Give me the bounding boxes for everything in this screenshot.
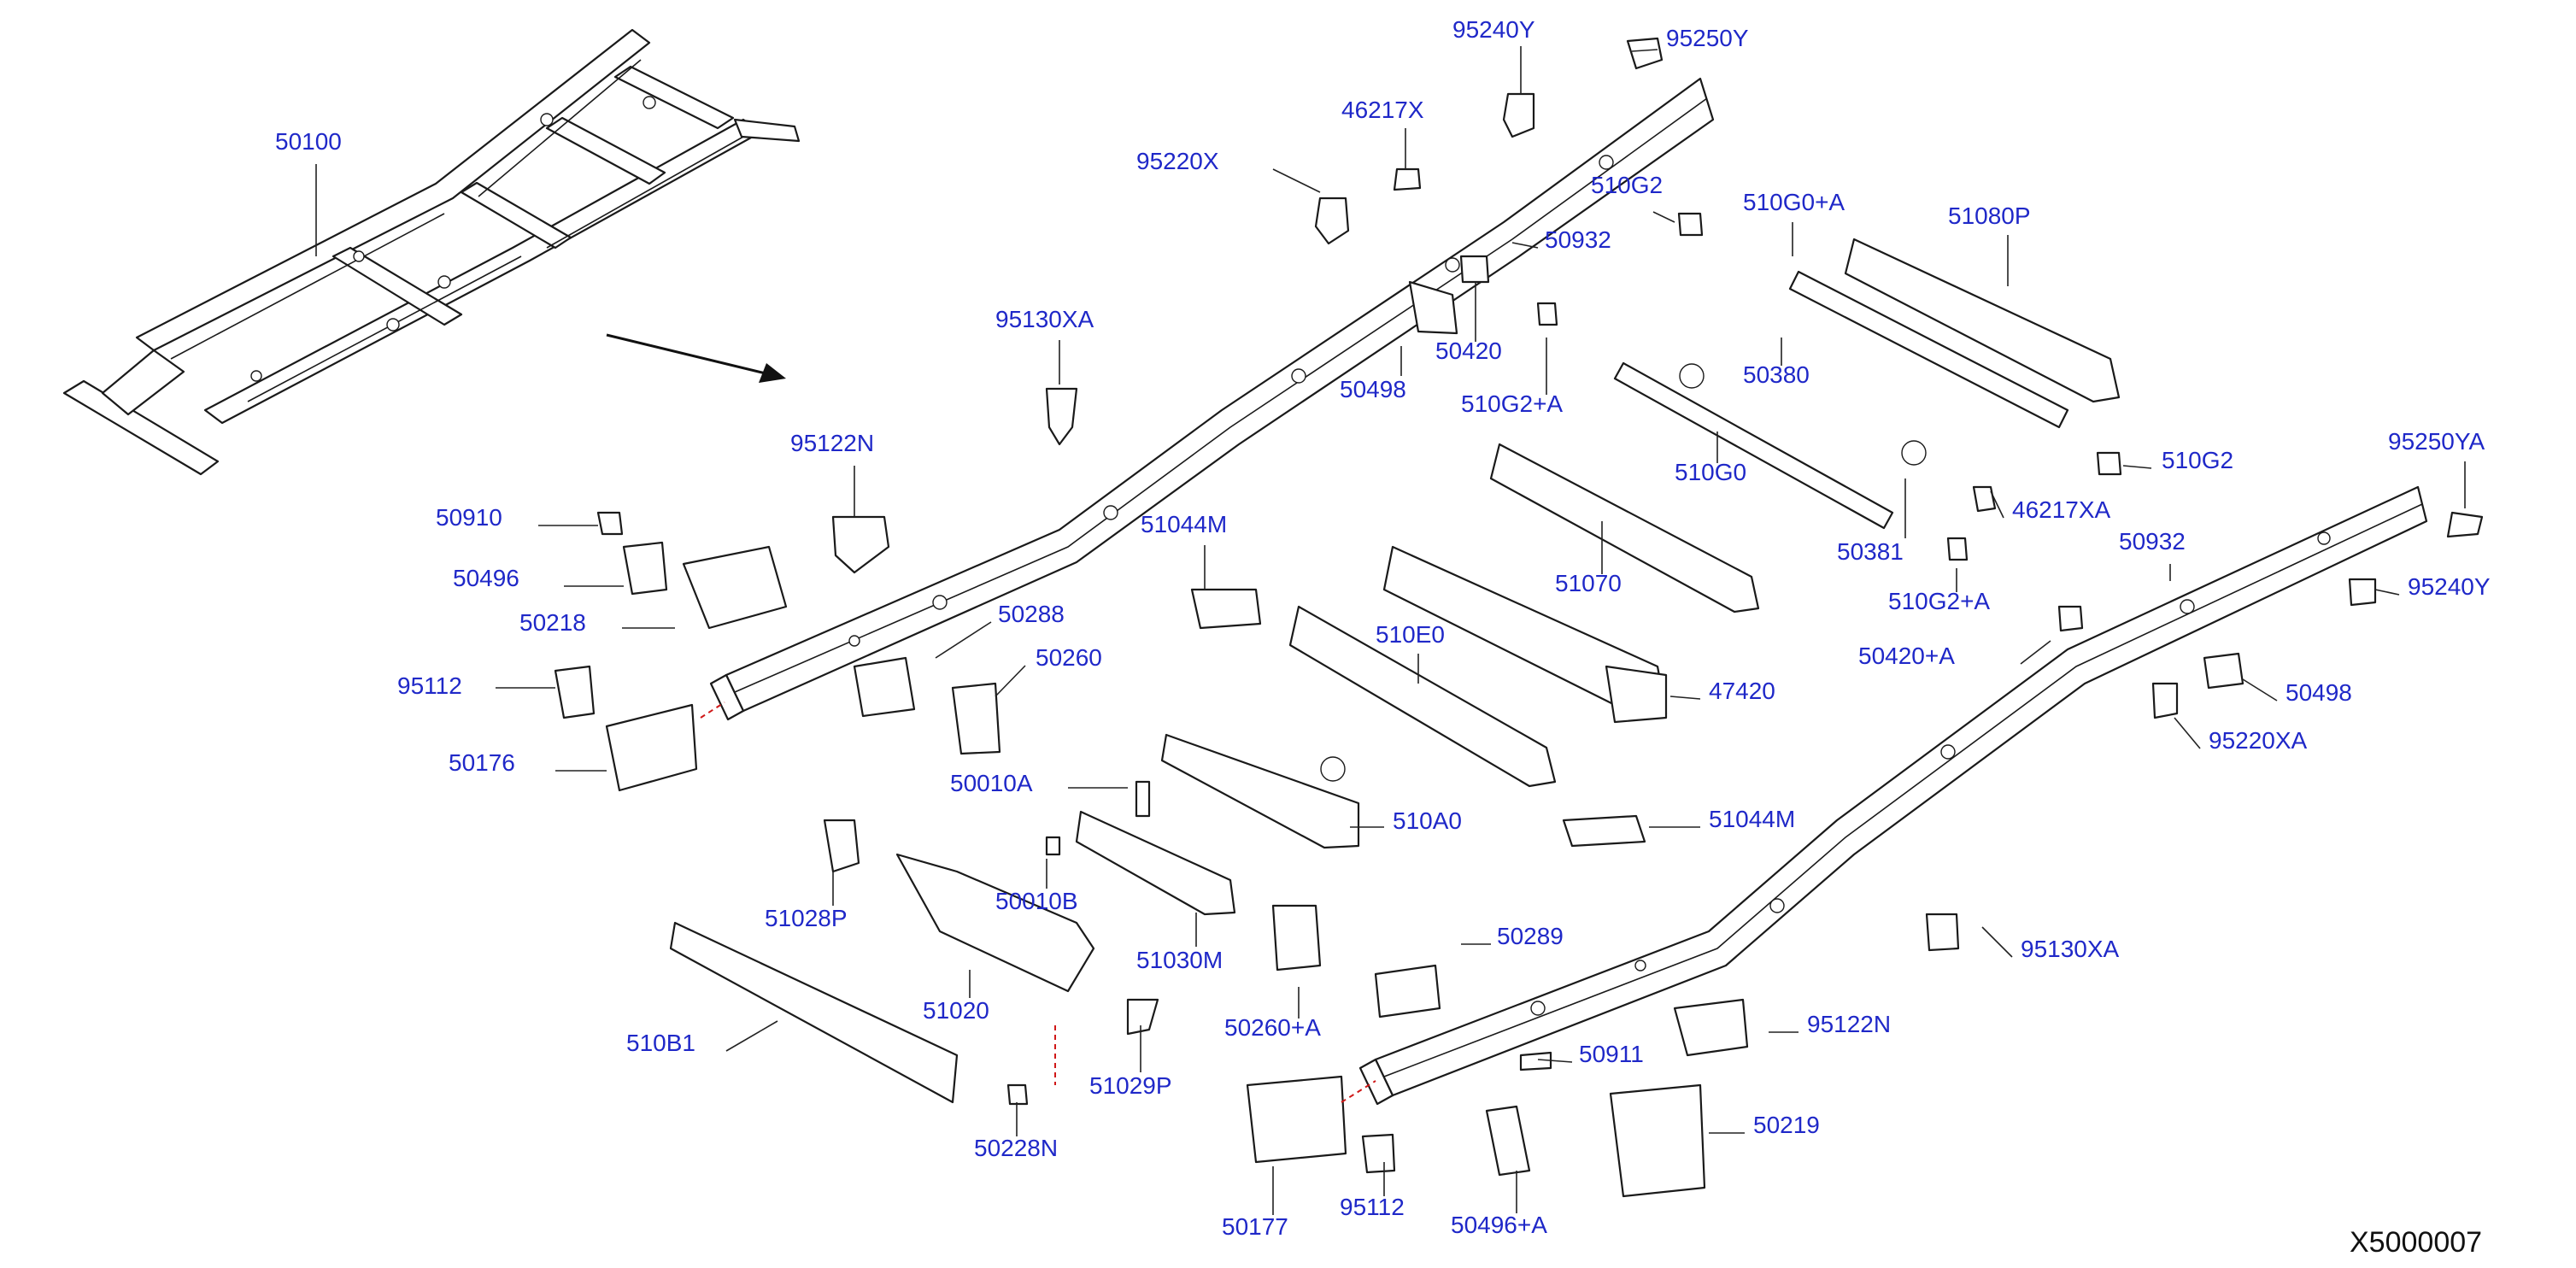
part-callout: 50496+A [1451,1212,1547,1238]
part-callout: 50932 [1545,226,1611,253]
left-frame-rail [709,77,1715,721]
alignment-lines [700,702,1376,1103]
part-callout: 50496 [453,565,519,591]
part-callout: 95250YA [2388,428,2485,455]
part-callout: 510G2 [2162,447,2233,473]
part-callout: 95122N [790,430,874,456]
leader-line [2174,717,2201,749]
cross-members [669,238,2121,1104]
part-callout: 50219 [1753,1112,1820,1138]
leader-line [1652,211,1675,223]
part-callout: 50260 [1036,644,1102,671]
leader-line [2020,640,2051,665]
part-callout: 50010B [995,888,1078,914]
leader-line [1990,490,2004,519]
part-callout: 95130XA [2021,936,2120,962]
drawing-code: X5000007 [2350,1226,2482,1259]
part-callout: 95220X [1136,148,1219,174]
leader-line [725,1020,778,1052]
part-callout: 50288 [998,601,1065,627]
leader-line [935,621,992,659]
part-callout: 50177 [1222,1213,1288,1240]
part-callout: 50911 [1579,1041,1644,1067]
leader-line [1511,242,1539,249]
leader-line [2374,589,2400,596]
part-callout: 510A0 [1393,807,1462,834]
part-callout: 50910 [436,504,502,531]
part-callout: 51080P [1948,203,2031,229]
part-callout: 46217XA [2012,496,2111,523]
leader-line [1537,1059,1573,1063]
part-callout: 50420+A [1858,643,1955,669]
part-callout: 50176 [449,749,515,776]
part-callout: 510B1 [626,1030,695,1056]
part-callout: 51029P [1089,1072,1172,1099]
part-callout: 51044M [1141,511,1227,537]
leader-lines [315,46,2466,1215]
small-brackets [554,37,2484,1198]
part-callout: 47420 [1709,678,1775,704]
part-callout: 50228N [974,1135,1058,1161]
part-callout: 51044M [1709,806,1795,832]
part-callout: 510E0 [1376,621,1445,648]
part-callout: 510G0 [1675,459,1746,485]
part-callout: 50218 [519,609,586,636]
part-callout: 95240Y [1452,16,1535,43]
part-callout: 46217X [1341,97,1424,123]
part-callout: 50380 [1743,361,1810,388]
part-callout: 51030M [1136,947,1223,973]
callout-labels: 50100 95240Y 95250Y 46217X 95220X 510G2 510G0+… [275,16,2491,1240]
part-callout: 510G2+A [1888,588,1990,614]
part-callout: 50010A [950,770,1033,796]
part-callout: 95112 [1340,1194,1405,1220]
part-callout: 50260+A [1224,1014,1321,1041]
part-callout: 510G0+A [1743,189,1845,215]
part-callout: 50498 [1340,376,1406,402]
part-callout: 50498 [2286,679,2352,706]
leader-line [1981,926,2013,958]
part-callout: 510G2+A [1461,390,1563,417]
part-callout: 51070 [1555,570,1622,596]
frame-assembly-overview [62,28,801,476]
leader-line [1669,696,1701,700]
part-callout: 95240Y [2408,573,2491,600]
leader-line [2122,465,2152,469]
part-callout: 50932 [2119,528,2186,555]
part-callout: 95122N [1807,1011,1891,1037]
right-frame-rail [1358,485,2428,1106]
part-callout: 510G2 [1591,172,1663,198]
part-callout: 51028P [765,905,848,931]
part-callout: 50100 [275,128,342,155]
part-callout: 95130XA [995,306,1094,332]
part-callout: 50381 [1837,538,1904,565]
part-callout: 95220XA [2209,727,2308,754]
part-callout: 95112 [397,672,462,699]
leader-line [995,665,1026,697]
part-callout: 50420 [1435,338,1502,364]
leader-line [2242,678,2278,702]
part-callout: 95250Y [1666,25,1749,51]
direction-arrow [606,333,786,383]
leader-line [1272,168,1321,193]
part-callout: 50289 [1497,923,1564,949]
part-callout: 51020 [923,997,989,1024]
leader-line [1631,49,1658,52]
